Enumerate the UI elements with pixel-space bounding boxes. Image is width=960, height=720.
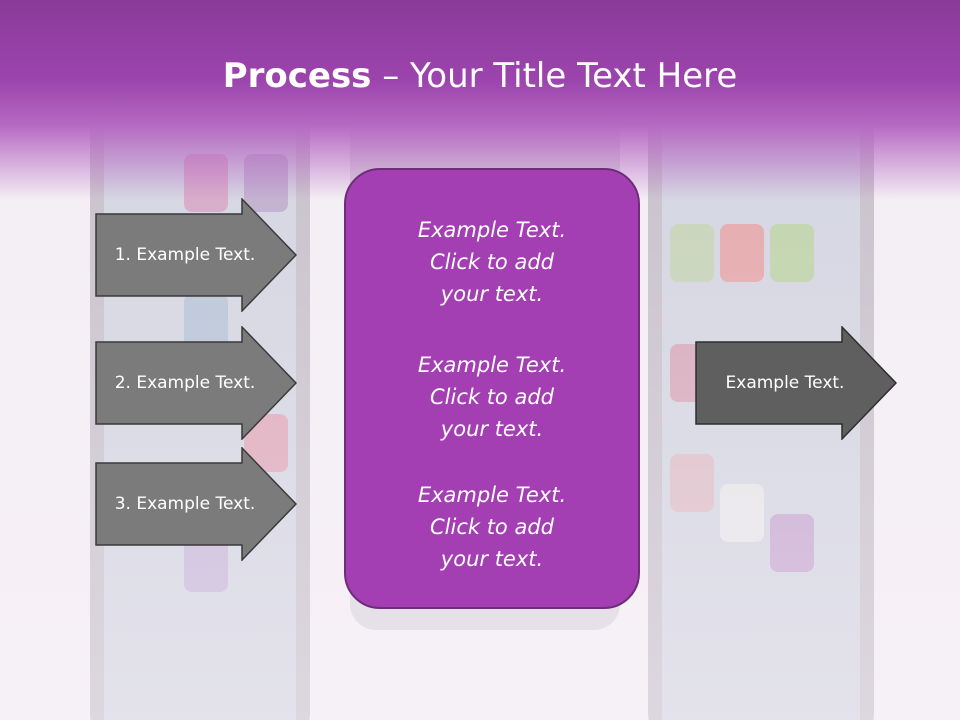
arrow-label: 2. Example Text. [114,373,256,393]
center-paragraph-3[interactable]: Example Text. Click to add your text. [346,479,638,575]
slide-title[interactable]: Process – Your Title Text Here [0,54,960,98]
para-line: Click to add [429,515,554,539]
app-icon [770,224,814,282]
center-paragraph-1[interactable]: Example Text. Click to add your text. [346,214,638,310]
para-line: Example Text. [417,218,567,242]
center-text-box[interactable]: Example Text. Click to add your text. Ex… [344,168,640,609]
app-icon [720,224,764,282]
para-line: your text. [440,417,544,441]
app-icon [770,514,814,572]
para-line: your text. [440,282,544,306]
para-line: Example Text. [417,483,567,507]
para-line: Example Text. [417,353,567,377]
input-arrow-2[interactable]: 2. Example Text. [95,326,297,440]
app-icon [670,454,714,512]
app-icon [670,224,714,282]
arrow-label: 3. Example Text. [114,494,256,514]
title-bold: Process [222,56,372,96]
output-arrow[interactable]: Example Text. [695,326,897,440]
header-band [0,0,960,200]
input-arrow-3[interactable]: 3. Example Text. [95,447,297,561]
arrow-shape [695,326,897,440]
app-icon [720,484,764,542]
input-arrow-1[interactable]: 1. Example Text. [95,198,297,312]
para-line: Click to add [429,385,554,409]
title-rest: – Your Title Text Here [371,56,738,96]
arrow-shape [95,447,297,561]
para-line: your text. [440,547,544,571]
arrow-shape [95,326,297,440]
arrow-shape [95,198,297,312]
arrow-label: Example Text. [725,373,845,393]
center-paragraph-2[interactable]: Example Text. Click to add your text. [346,349,638,445]
arrow-label: 1. Example Text. [114,245,256,265]
para-line: Click to add [429,250,554,274]
